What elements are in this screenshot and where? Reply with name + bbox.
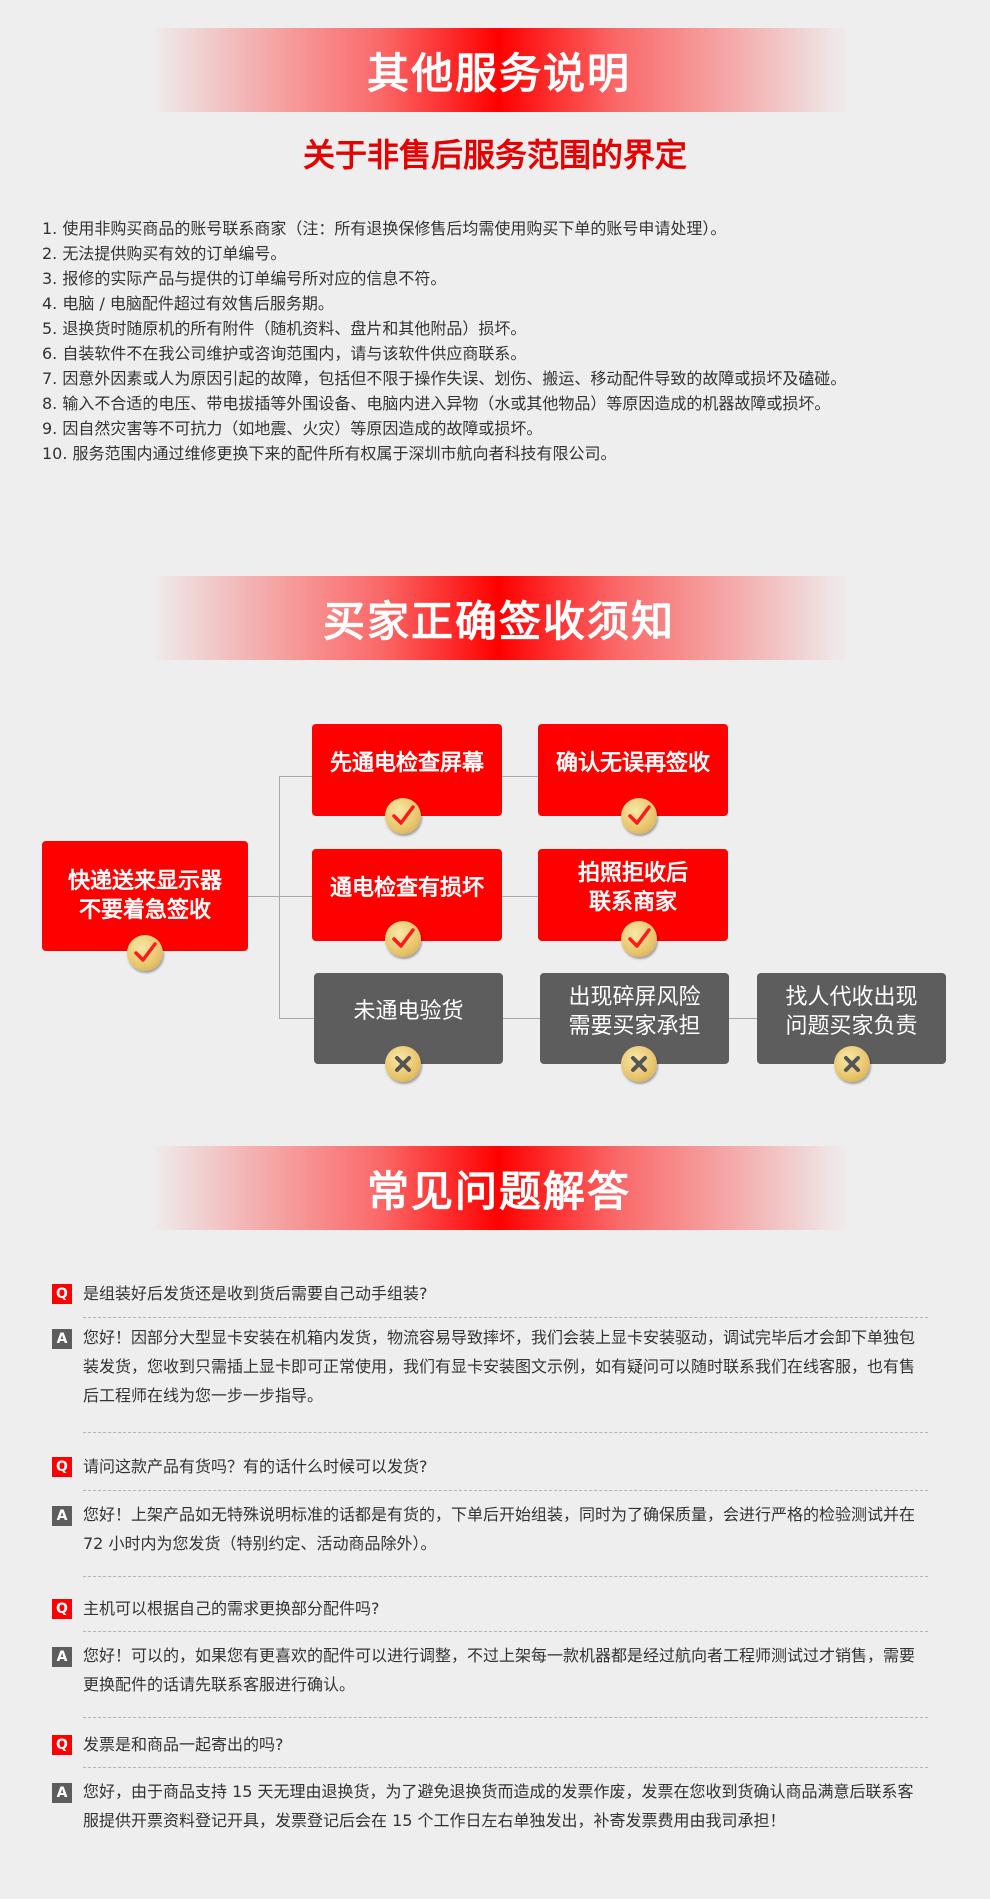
flow-box-label: 先通电检查屏幕 (329, 750, 484, 776)
q-tag-icon: Q (52, 1284, 72, 1304)
rule-item: 3. 报修的实际产品与提供的订单编号所对应的信息不符。 (42, 269, 447, 288)
connector-line (279, 776, 312, 777)
rule-item: 2. 无法提供购买有效的订单编号。 (42, 244, 287, 263)
rule-item: 8. 输入不合适的电压、带电拔插等外围设备、电脑内进入异物（水或其他物品）等原因… (42, 394, 831, 413)
a-tag-icon: A (52, 1329, 72, 1349)
question-text: 发票是和商品一起寄出的吗? (83, 1735, 284, 1754)
connector-line (728, 1018, 757, 1019)
check-icon (621, 921, 657, 957)
section-banner-faq: 常见问题解答 (150, 1146, 848, 1230)
q-tag-icon: Q (52, 1735, 72, 1755)
rule-item: 9. 因自然灾害等不可抗力（如地震、火灾）等原因造成的故障或损坏。 (42, 419, 543, 438)
connector-line (279, 1018, 314, 1019)
flow-box-label: 确认无误再签收 (555, 750, 710, 776)
connector-line (503, 1018, 540, 1019)
x-icon (385, 1046, 421, 1082)
rule-item: 4. 电脑 / 电脑配件超过有效售后服务期。 (42, 294, 334, 313)
flow-box-label: 出现碎屏风险 需要买家承担 (568, 984, 701, 1039)
question-text: 是组装好后发货还是收到货后需要自己动手组装? (83, 1284, 428, 1303)
answer-text: 您好！因部分大型显卡安装在机箱内发货，物流容易导致摔坏，我们会装上显卡安装驱动，… (83, 1328, 916, 1405)
check-icon (127, 935, 163, 971)
connector-line (279, 896, 312, 897)
banner-title: 其他服务说明 (366, 48, 631, 98)
divider (83, 1432, 928, 1433)
faq-answer: A 您好！因部分大型显卡安装在机箱内发货，物流容易导致摔坏，我们会装上显卡安装驱… (52, 1327, 928, 1410)
flow-step-no-power-check: 未通电验货 (314, 973, 503, 1064)
flow-box-label: 找人代收出现 问题买家负责 (785, 984, 918, 1039)
a-tag-icon: A (52, 1783, 72, 1803)
rule-item: 10. 服务范围内通过维修更换下来的配件所有权属于深圳市航向者科技有限公司。 (42, 444, 617, 463)
rule-item: 7. 因意外因素或人为原因引起的故障，包括但不限于操作失误、划伤、搬运、移动配件… (42, 369, 847, 388)
rule-item: 1. 使用非购买商品的账号联系商家（注：所有退换保修售后均需使用购买下单的账号申… (42, 219, 727, 238)
non-service-rules-list: 1. 使用非购买商品的账号联系商家（注：所有退换保修售后均需使用购买下单的账号申… (42, 216, 846, 466)
connector-line (279, 776, 280, 1019)
question-text: 请问这款产品有货吗？有的话什么时候可以发货? (83, 1457, 428, 1476)
a-tag-icon: A (52, 1506, 72, 1526)
section-banner-other-services: 其他服务说明 (150, 28, 848, 112)
divider (83, 1767, 928, 1768)
answer-text: 您好！上架产品如无特殊说明标准的话都是有货的，下单后开始组装，同时为了确保质量，… (83, 1505, 916, 1553)
connector-line (502, 776, 538, 777)
divider (83, 1490, 928, 1491)
question-text: 主机可以根据自己的需求更换部分配件吗? (83, 1599, 380, 1618)
flow-box-label: 拍照拒收后 联系商家 (577, 861, 688, 915)
flow-box-label: 通电检查有损坏 (329, 875, 484, 901)
divider (83, 1576, 928, 1577)
connector-line (248, 896, 280, 897)
banner-title: 买家正确签收须知 (322, 596, 675, 646)
x-icon (834, 1046, 870, 1082)
check-icon (621, 798, 657, 834)
divider (83, 1317, 928, 1318)
faq-answer: A 您好，由于商品支持 15 天无理由退换货，为了避免退换货而造成的发票作废，发… (52, 1781, 928, 1835)
section-subtitle: 关于非售后服务范围的界定 (302, 136, 687, 174)
section-banner-signing-notice: 买家正确签收须知 (150, 576, 848, 660)
banner-title: 常见问题解答 (366, 1166, 631, 1216)
answer-text: 您好！可以的，如果您有更喜欢的配件可以进行调整，不过上架每一款机器都是经过航向者… (83, 1646, 916, 1694)
faq-question: Q 主机可以根据自己的需求更换部分配件吗? (52, 1597, 928, 1621)
answer-text: 您好，由于商品支持 15 天无理由退换货，为了避免退换货而造成的发票作废，发票在… (83, 1782, 914, 1830)
faq-question: Q 请问这款产品有货吗？有的话什么时候可以发货? (52, 1455, 928, 1479)
flow-box-label: 未通电验货 (353, 999, 464, 1024)
divider (83, 1631, 928, 1632)
faq-answer: A 您好！上架产品如无特殊说明标准的话都是有货的，下单后开始组装，同时为了确保质… (52, 1504, 928, 1558)
faq-question: Q 是组装好后发货还是收到货后需要自己动手组装? (52, 1282, 928, 1306)
flow-result-confirm-sign: 确认无误再签收 (538, 724, 728, 816)
faq-question: Q 发票是和商品一起寄出的吗? (52, 1733, 928, 1757)
check-icon (385, 921, 421, 957)
rule-item: 5. 退换货时随原机的所有附件（随机资料、盘片和其他附品）损坏。 (42, 319, 527, 338)
flow-step-check-screen: 先通电检查屏幕 (312, 724, 502, 816)
rule-item: 6. 自装软件不在我公司维护或咨询范围内，请与该软件供应商联系。 (42, 344, 527, 363)
divider (83, 1717, 928, 1718)
flow-box-label: 快递送来显示器 不要着急签收 (67, 869, 222, 923)
check-icon (385, 798, 421, 834)
a-tag-icon: A (52, 1647, 72, 1667)
q-tag-icon: Q (52, 1457, 72, 1477)
q-tag-icon: Q (52, 1599, 72, 1619)
faq-answer: A 您好！可以的，如果您有更喜欢的配件可以进行调整，不过上架每一款机器都是经过航… (52, 1645, 928, 1699)
x-icon (621, 1046, 657, 1082)
connector-line (502, 896, 538, 897)
flow-start-box: 快递送来显示器 不要着急签收 (42, 841, 248, 951)
